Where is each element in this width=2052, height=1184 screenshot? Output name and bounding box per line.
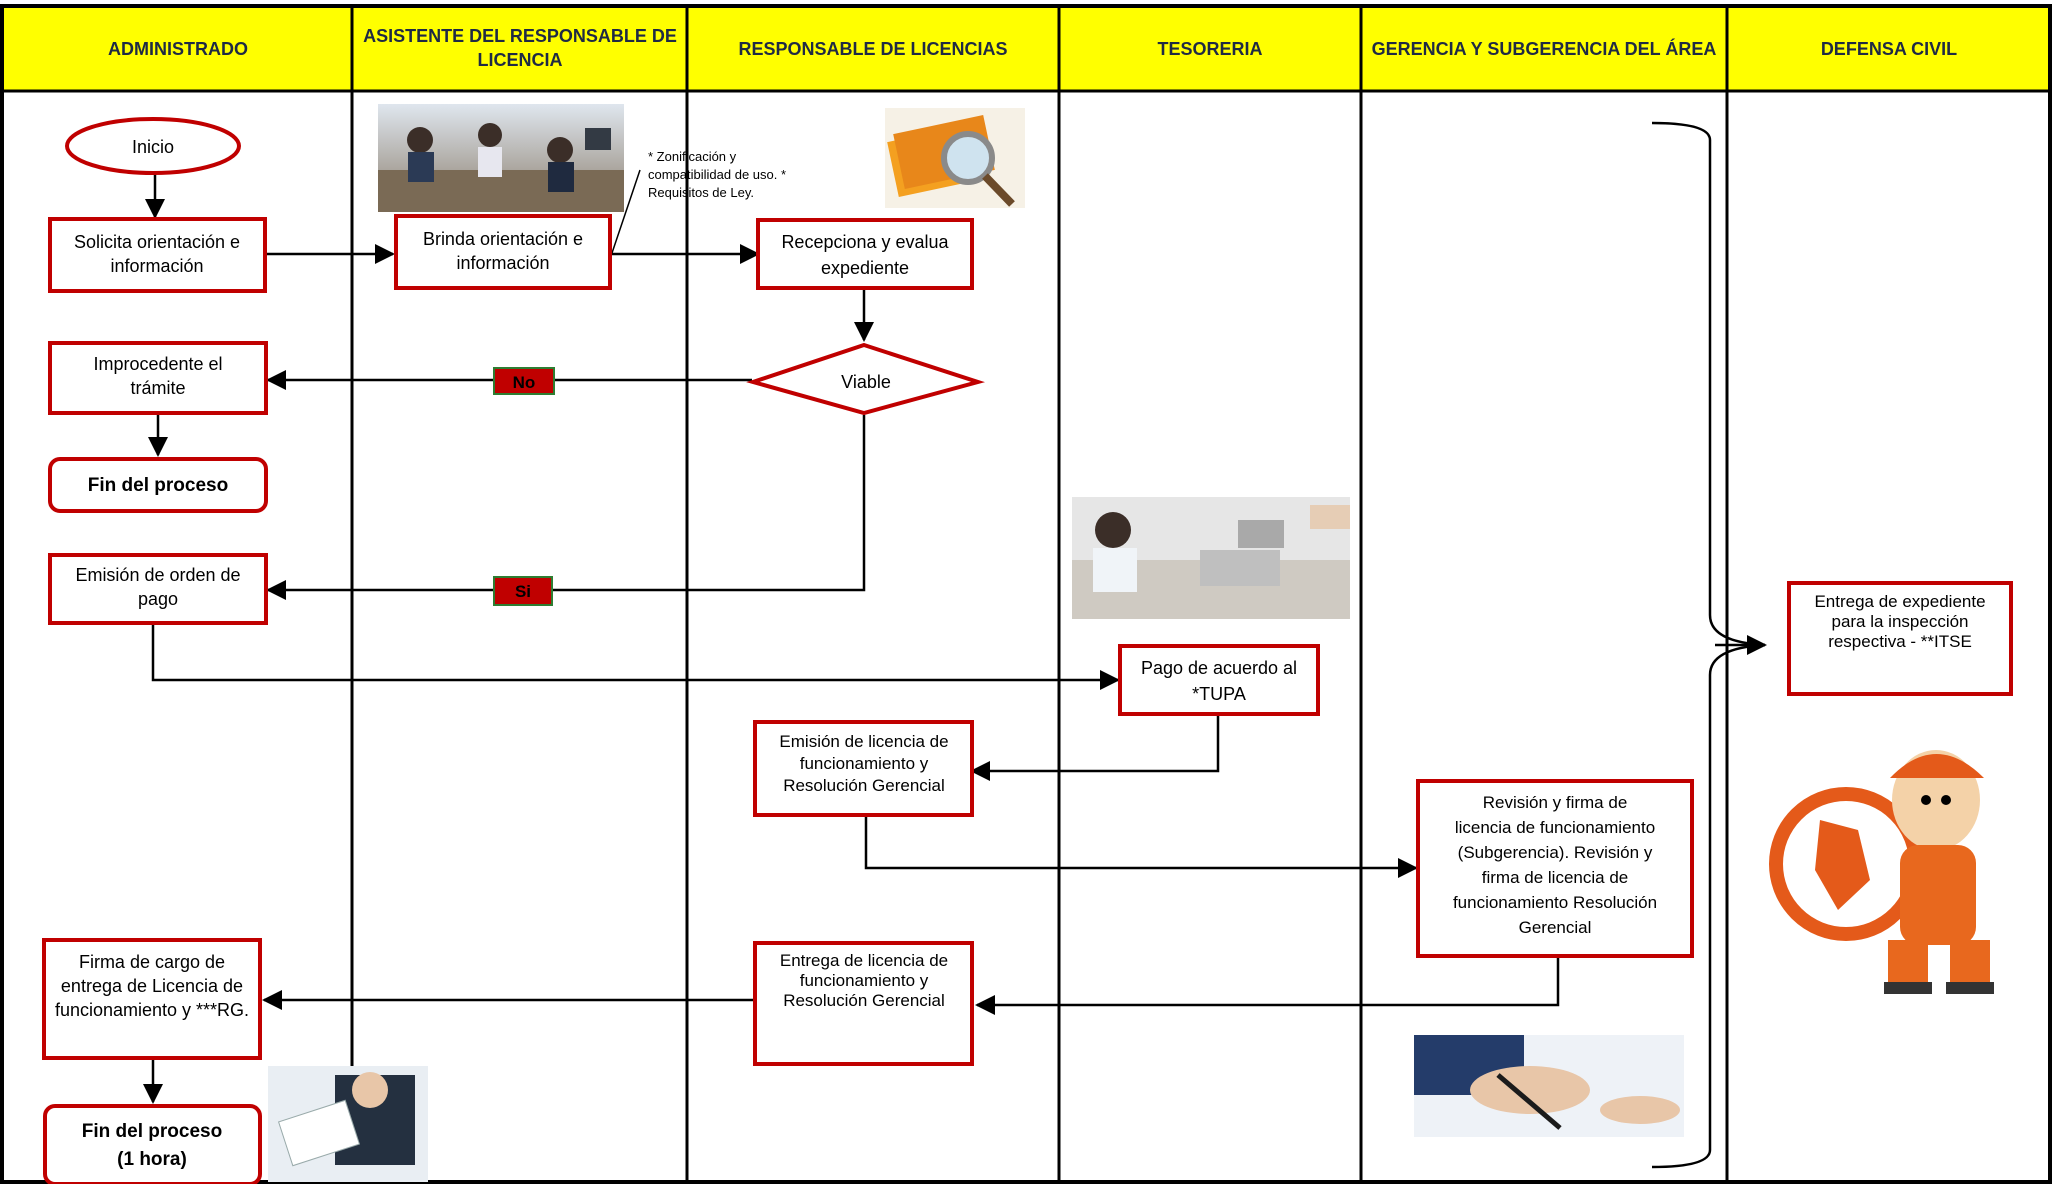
connector-emision-licencia-revision bbox=[864, 815, 1418, 878]
folder-magnifier-image bbox=[885, 108, 1025, 208]
connector-pago-emision-licencia bbox=[970, 715, 1220, 781]
defensa-civil-mascot bbox=[1769, 745, 2031, 999]
lane-title-defensa: DEFENSA CIVIL bbox=[1821, 39, 1957, 59]
pago-label: Pago de acuerdo al*TUPA bbox=[1141, 658, 1297, 704]
emision-licencia-box bbox=[753, 720, 974, 817]
lanes-frame bbox=[0, 4, 2052, 1184]
entrega-licencia-box bbox=[753, 941, 974, 1066]
connector-revision-entrega-licencia bbox=[975, 958, 1560, 1015]
cashier-photo bbox=[1072, 497, 1350, 619]
lane-title-gerencia: GERENCIA Y SUBGERENCIA DEL ÁREA bbox=[1372, 38, 1717, 59]
emision-orden-box bbox=[48, 553, 268, 625]
si-label-box bbox=[493, 576, 553, 606]
connector-emision-orden-pago bbox=[151, 625, 1120, 690]
connector-note-callout bbox=[611, 169, 641, 254]
viable-label: Viable bbox=[841, 372, 891, 392]
recepciona-box bbox=[756, 218, 974, 290]
si-label: Si bbox=[515, 582, 531, 601]
solicita-box bbox=[48, 217, 267, 293]
signing-hand-photo bbox=[1414, 1035, 1684, 1137]
pago-box bbox=[1118, 644, 1320, 716]
fin2-box bbox=[43, 1104, 262, 1184]
start-label: Inicio bbox=[132, 137, 174, 157]
fin2-label: Fin del proceso(1 hora) bbox=[82, 1121, 222, 1170]
connectors bbox=[143, 169, 1560, 1104]
header-band bbox=[0, 4, 2052, 93]
no-label: No bbox=[513, 373, 536, 392]
entrega-expediente-box bbox=[1787, 581, 2013, 696]
lane-title-responsable: RESPONSABLE DE LICENCIAS bbox=[738, 39, 1007, 59]
viable-diamond bbox=[746, 342, 985, 416]
handing-document-photo bbox=[268, 1066, 428, 1182]
lane-title-tesoreria: TESORERIA bbox=[1157, 39, 1262, 59]
improcedente-box bbox=[48, 341, 268, 415]
lane-title-administrado: ADMINISTRADO bbox=[108, 39, 248, 59]
lane-dividers bbox=[350, 6, 1729, 1184]
brinda-box bbox=[394, 214, 612, 290]
no-label-box bbox=[493, 367, 555, 395]
fin1-label: Fin del proceso bbox=[88, 475, 228, 496]
firma-cargo-box bbox=[42, 938, 262, 1060]
connector-viable-emision-orden bbox=[266, 415, 866, 600]
start-ellipse bbox=[65, 117, 241, 175]
office-counter-photo bbox=[378, 104, 624, 212]
revision-box bbox=[1416, 779, 1694, 958]
fin1-box bbox=[48, 457, 268, 513]
